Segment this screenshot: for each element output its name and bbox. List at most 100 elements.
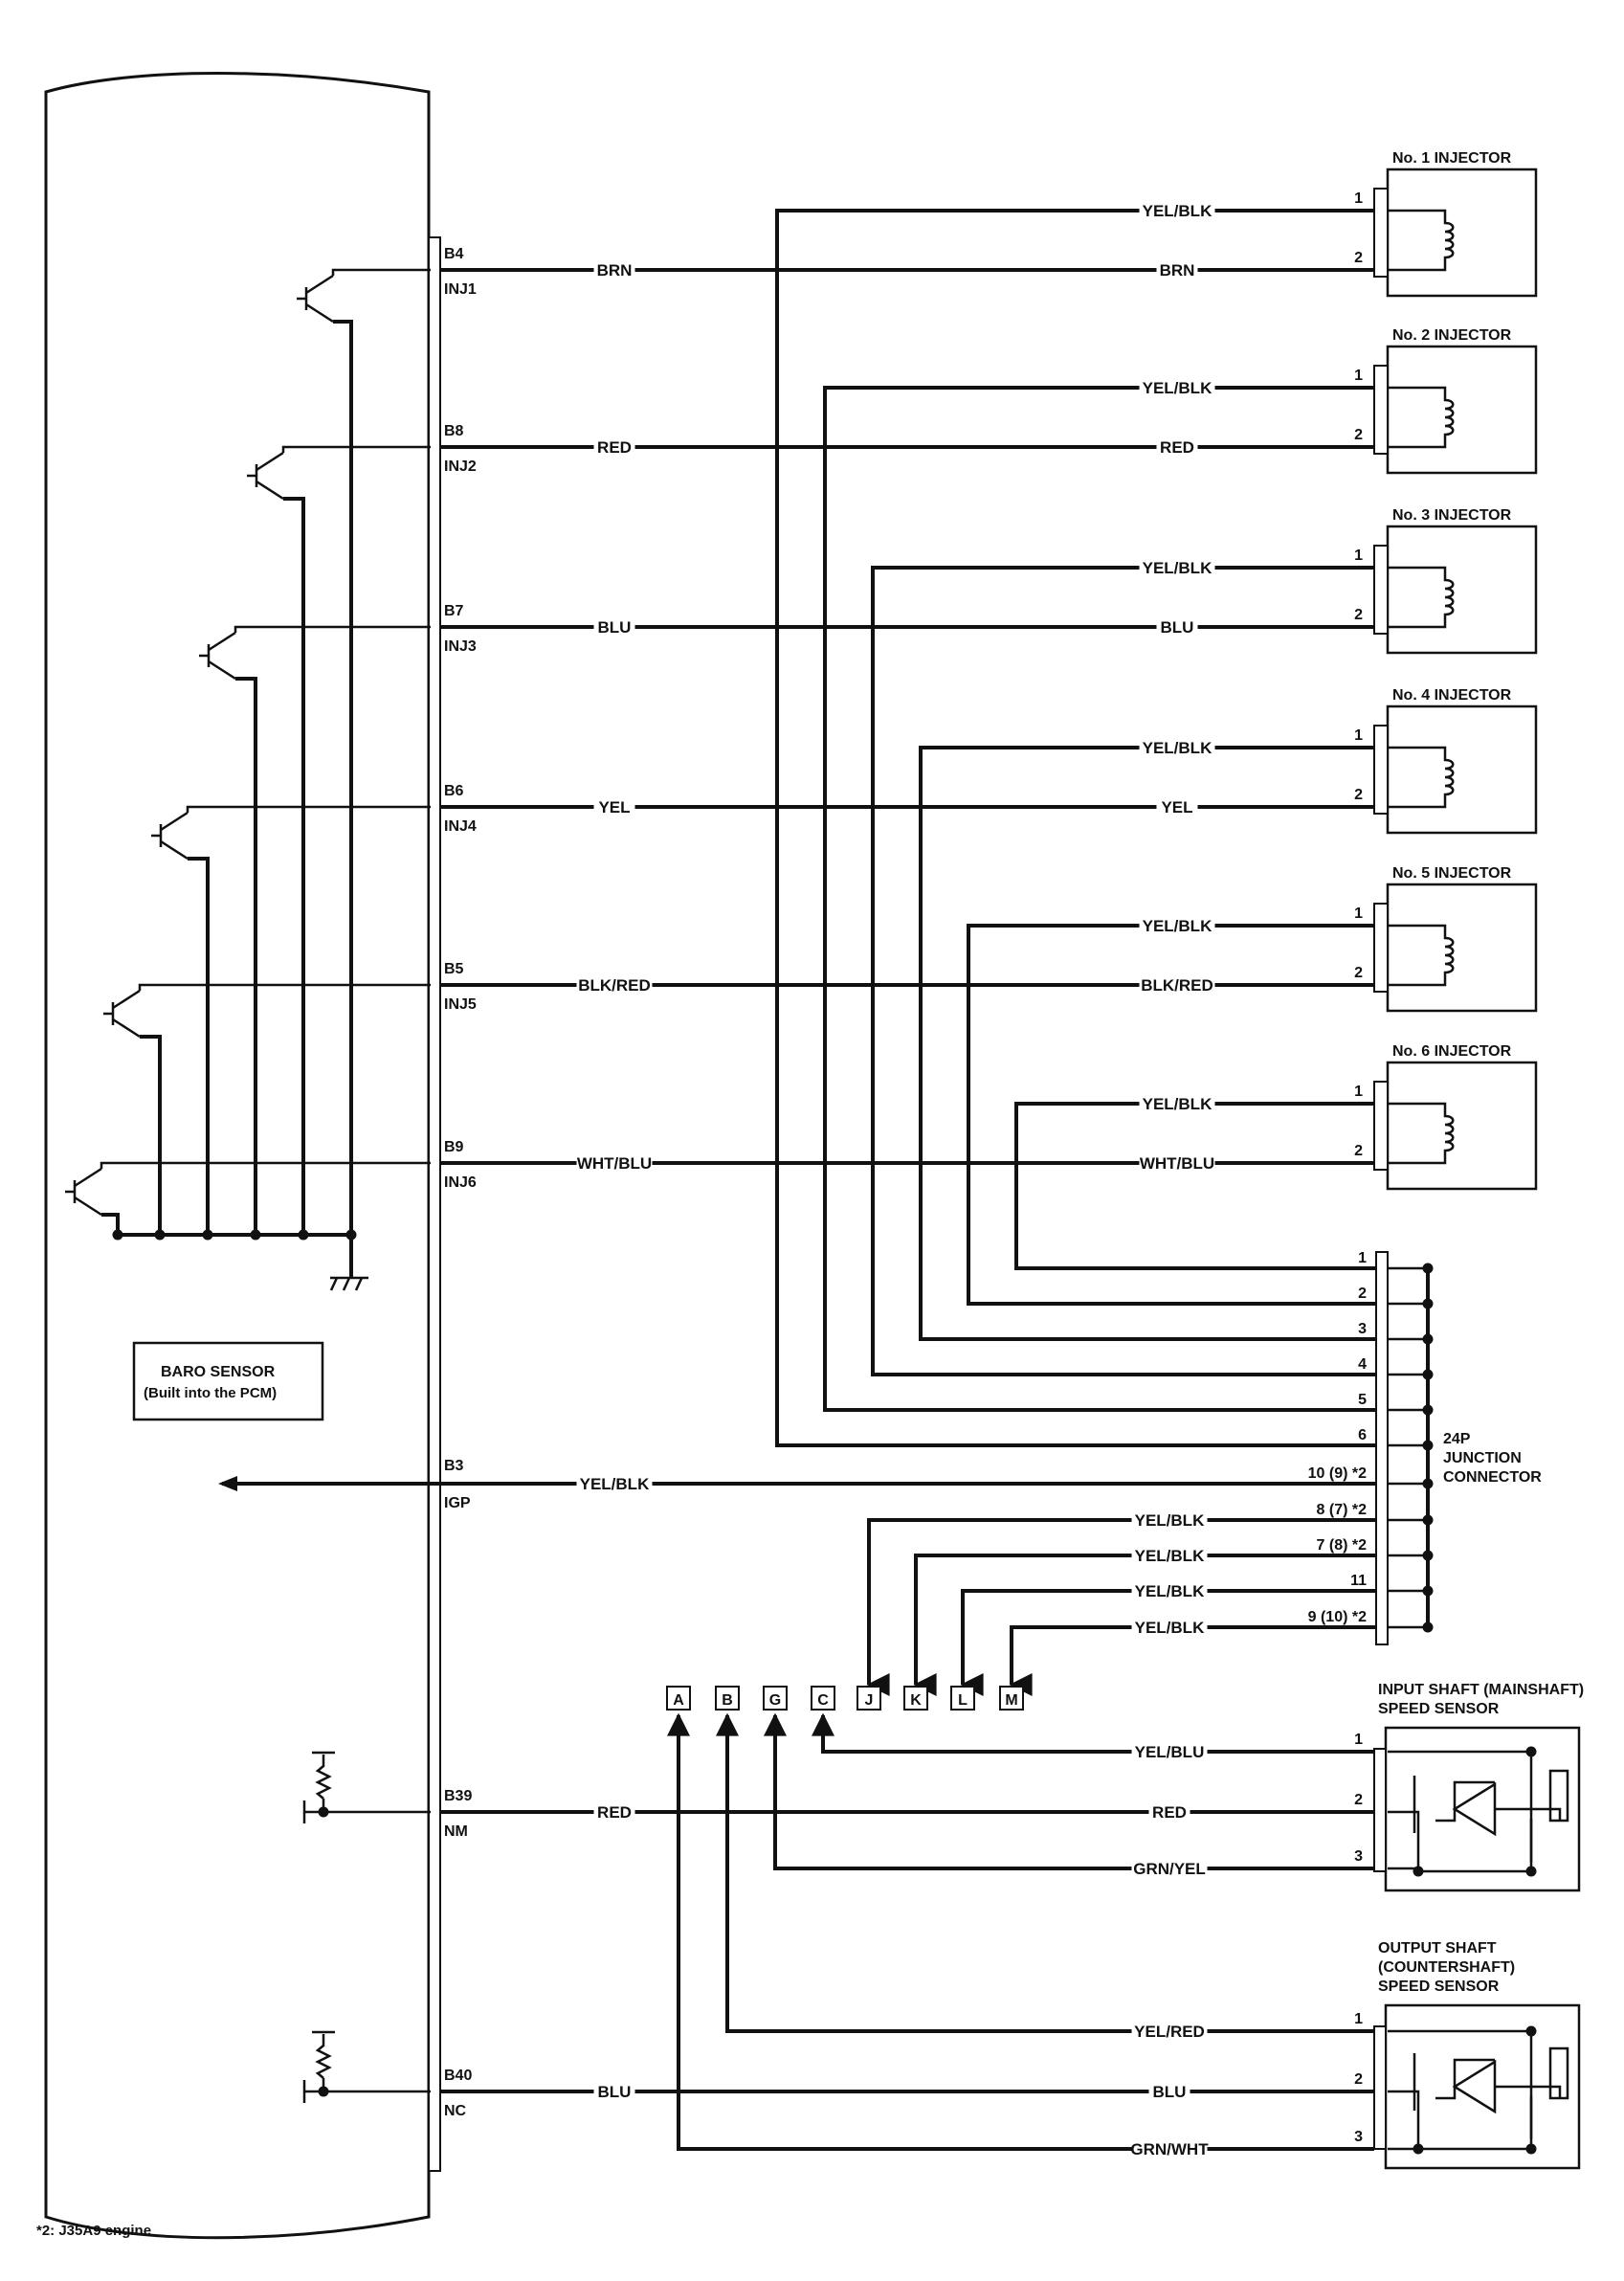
injector-box: [1386, 883, 1538, 1013]
injector-box: [1386, 345, 1538, 475]
label-gap: [1139, 973, 1215, 996]
pcm-signal-label: INJ2: [444, 458, 477, 475]
injector-internal: [1388, 262, 1447, 272]
transistor-collector: [160, 811, 189, 832]
junction-output-wire: [866, 1518, 1376, 1696]
pcm-internal-wire: [331, 268, 431, 276]
pcm-signal-label: NM: [444, 1823, 468, 1840]
sensor-internal: [1435, 1780, 1495, 1823]
pcm-pin-label: B9: [444, 1139, 464, 1155]
transistor-collector: [208, 631, 236, 652]
sensor-internal: [1388, 2090, 1531, 2151]
pcm-pin-label: B8: [444, 423, 464, 439]
pcm-signal-label: INJ6: [444, 1174, 477, 1191]
injector-internal: [1388, 977, 1447, 987]
pcm-internal-wire: [138, 983, 431, 991]
pcm-signal-label: INJ4: [444, 818, 477, 835]
label-gap: [593, 258, 635, 281]
label-gap: [593, 1800, 635, 1823]
junction-pin-label: 2: [1358, 1286, 1367, 1302]
injector-pin: 1: [1354, 1084, 1363, 1100]
transistor-collector: [112, 989, 141, 1010]
injector-connector: [1373, 365, 1389, 455]
connector-ref-label: A: [673, 1692, 684, 1709]
label-gap: [1139, 556, 1215, 579]
wire-color-label: GRN/YEL: [1133, 1860, 1206, 1878]
speed-sensor-title: OUTPUT SHAFT: [1378, 1940, 1497, 1957]
injector-connector: [1373, 903, 1389, 993]
pcm-internal-wire: [234, 625, 431, 633]
connector-ref-box: [666, 1686, 691, 1711]
pcm-pin-label: B7: [444, 603, 464, 619]
injector-pin: 2: [1354, 607, 1363, 623]
label-gap: [1131, 1740, 1208, 1763]
injector-pin: 1: [1354, 727, 1363, 744]
wire-color-label: RED: [597, 438, 632, 457]
label-gap: [1139, 1152, 1215, 1174]
junction-title: 24P: [1443, 1431, 1471, 1447]
wire-color-label: RED: [1152, 1803, 1187, 1822]
wire-color-label: YEL/BLK: [1143, 379, 1212, 397]
coil-icon: [1443, 1111, 1455, 1155]
transistor-emitter: [305, 302, 334, 324]
label-gap: [1131, 1616, 1208, 1639]
junction-bus-dot: [1422, 1514, 1434, 1526]
coil-icon: [1443, 575, 1455, 619]
junction-bus-dot: [1422, 1369, 1434, 1380]
pcm-signal-label: INJ1: [444, 281, 477, 298]
amplifier-icon: [1452, 2059, 1497, 2114]
wire-color-label: RED: [1160, 438, 1194, 457]
injector-internal: [1388, 746, 1447, 755]
connector-ref-box: [715, 1686, 740, 1711]
injector-pin: 2: [1354, 427, 1363, 443]
ground-drop-wire: [140, 1035, 162, 1235]
speed-sensor-pin: 2: [1354, 2071, 1363, 2088]
ground-icon-hatch: [329, 1277, 339, 1291]
injector-box: [1386, 525, 1538, 655]
speed-sensor-title: SPEED SENSOR: [1378, 1979, 1500, 1995]
sensor-internal: [1388, 1810, 1531, 1873]
junction-connector: [1375, 1251, 1389, 1645]
junction-bus-dot: [1422, 1263, 1434, 1274]
label-gap: [1139, 1092, 1215, 1115]
connector-ref-label: B: [722, 1692, 733, 1709]
pcm-internal-wire: [186, 805, 431, 813]
junction-pin-label: 7 (8) *2: [1317, 1537, 1368, 1554]
transistor-collector: [256, 451, 284, 472]
sensor-ground-wire: [764, 1712, 1374, 1870]
sensor-signal-wire: [812, 1712, 1374, 1754]
wire-color-label: YEL/BLK: [580, 1475, 650, 1493]
footnote: *2: J35A9 engine: [36, 2223, 151, 2239]
junction-bus-dot: [1422, 1550, 1434, 1561]
baro-sensor-sublabel: (Built into the PCM): [144, 1385, 277, 1401]
wire-color-label: YEL/BLK: [1135, 1582, 1205, 1600]
sensor-signal-wire: [716, 1712, 1374, 2033]
label-gap: [1139, 199, 1215, 222]
junction-pin-label: 11: [1350, 1573, 1367, 1589]
injector-pin: 2: [1354, 1143, 1363, 1159]
transistor-emitter: [208, 660, 236, 681]
pcm-pin-label: B40: [444, 2068, 472, 2084]
wire-color-label: YEL/BLK: [1143, 559, 1212, 577]
wire-color-label: YEL/BLK: [1135, 1619, 1205, 1637]
junction-bus-dot: [1422, 1404, 1434, 1416]
pcm-signal-label: INJ3: [444, 638, 477, 655]
transistor-collector: [305, 274, 334, 295]
injector-internal: [1388, 1155, 1447, 1165]
speed-sensor-pin: 1: [1354, 2011, 1363, 2027]
injector-title: No. 1 INJECTOR: [1392, 150, 1512, 167]
sensor-dot: [1525, 1866, 1537, 1877]
connector-ref-box: [856, 1686, 881, 1711]
wire-color-label: GRN/WHT: [1130, 2140, 1209, 2158]
junction-pin-label: 9 (10) *2: [1308, 1609, 1367, 1625]
speed-sensor-pin: 3: [1354, 2129, 1363, 2145]
label-gap: [1131, 1544, 1208, 1567]
ground-drop-wire: [333, 320, 353, 1235]
wire-color-label: YEL/BLK: [1143, 917, 1212, 935]
injector-internal: [1388, 799, 1447, 809]
pullup-resistor-icon: [315, 1755, 332, 1800]
label-gap: [576, 973, 653, 996]
injector-pin: 2: [1354, 965, 1363, 981]
label-gap: [1148, 2080, 1190, 2103]
connector-ref-box: [763, 1686, 788, 1711]
